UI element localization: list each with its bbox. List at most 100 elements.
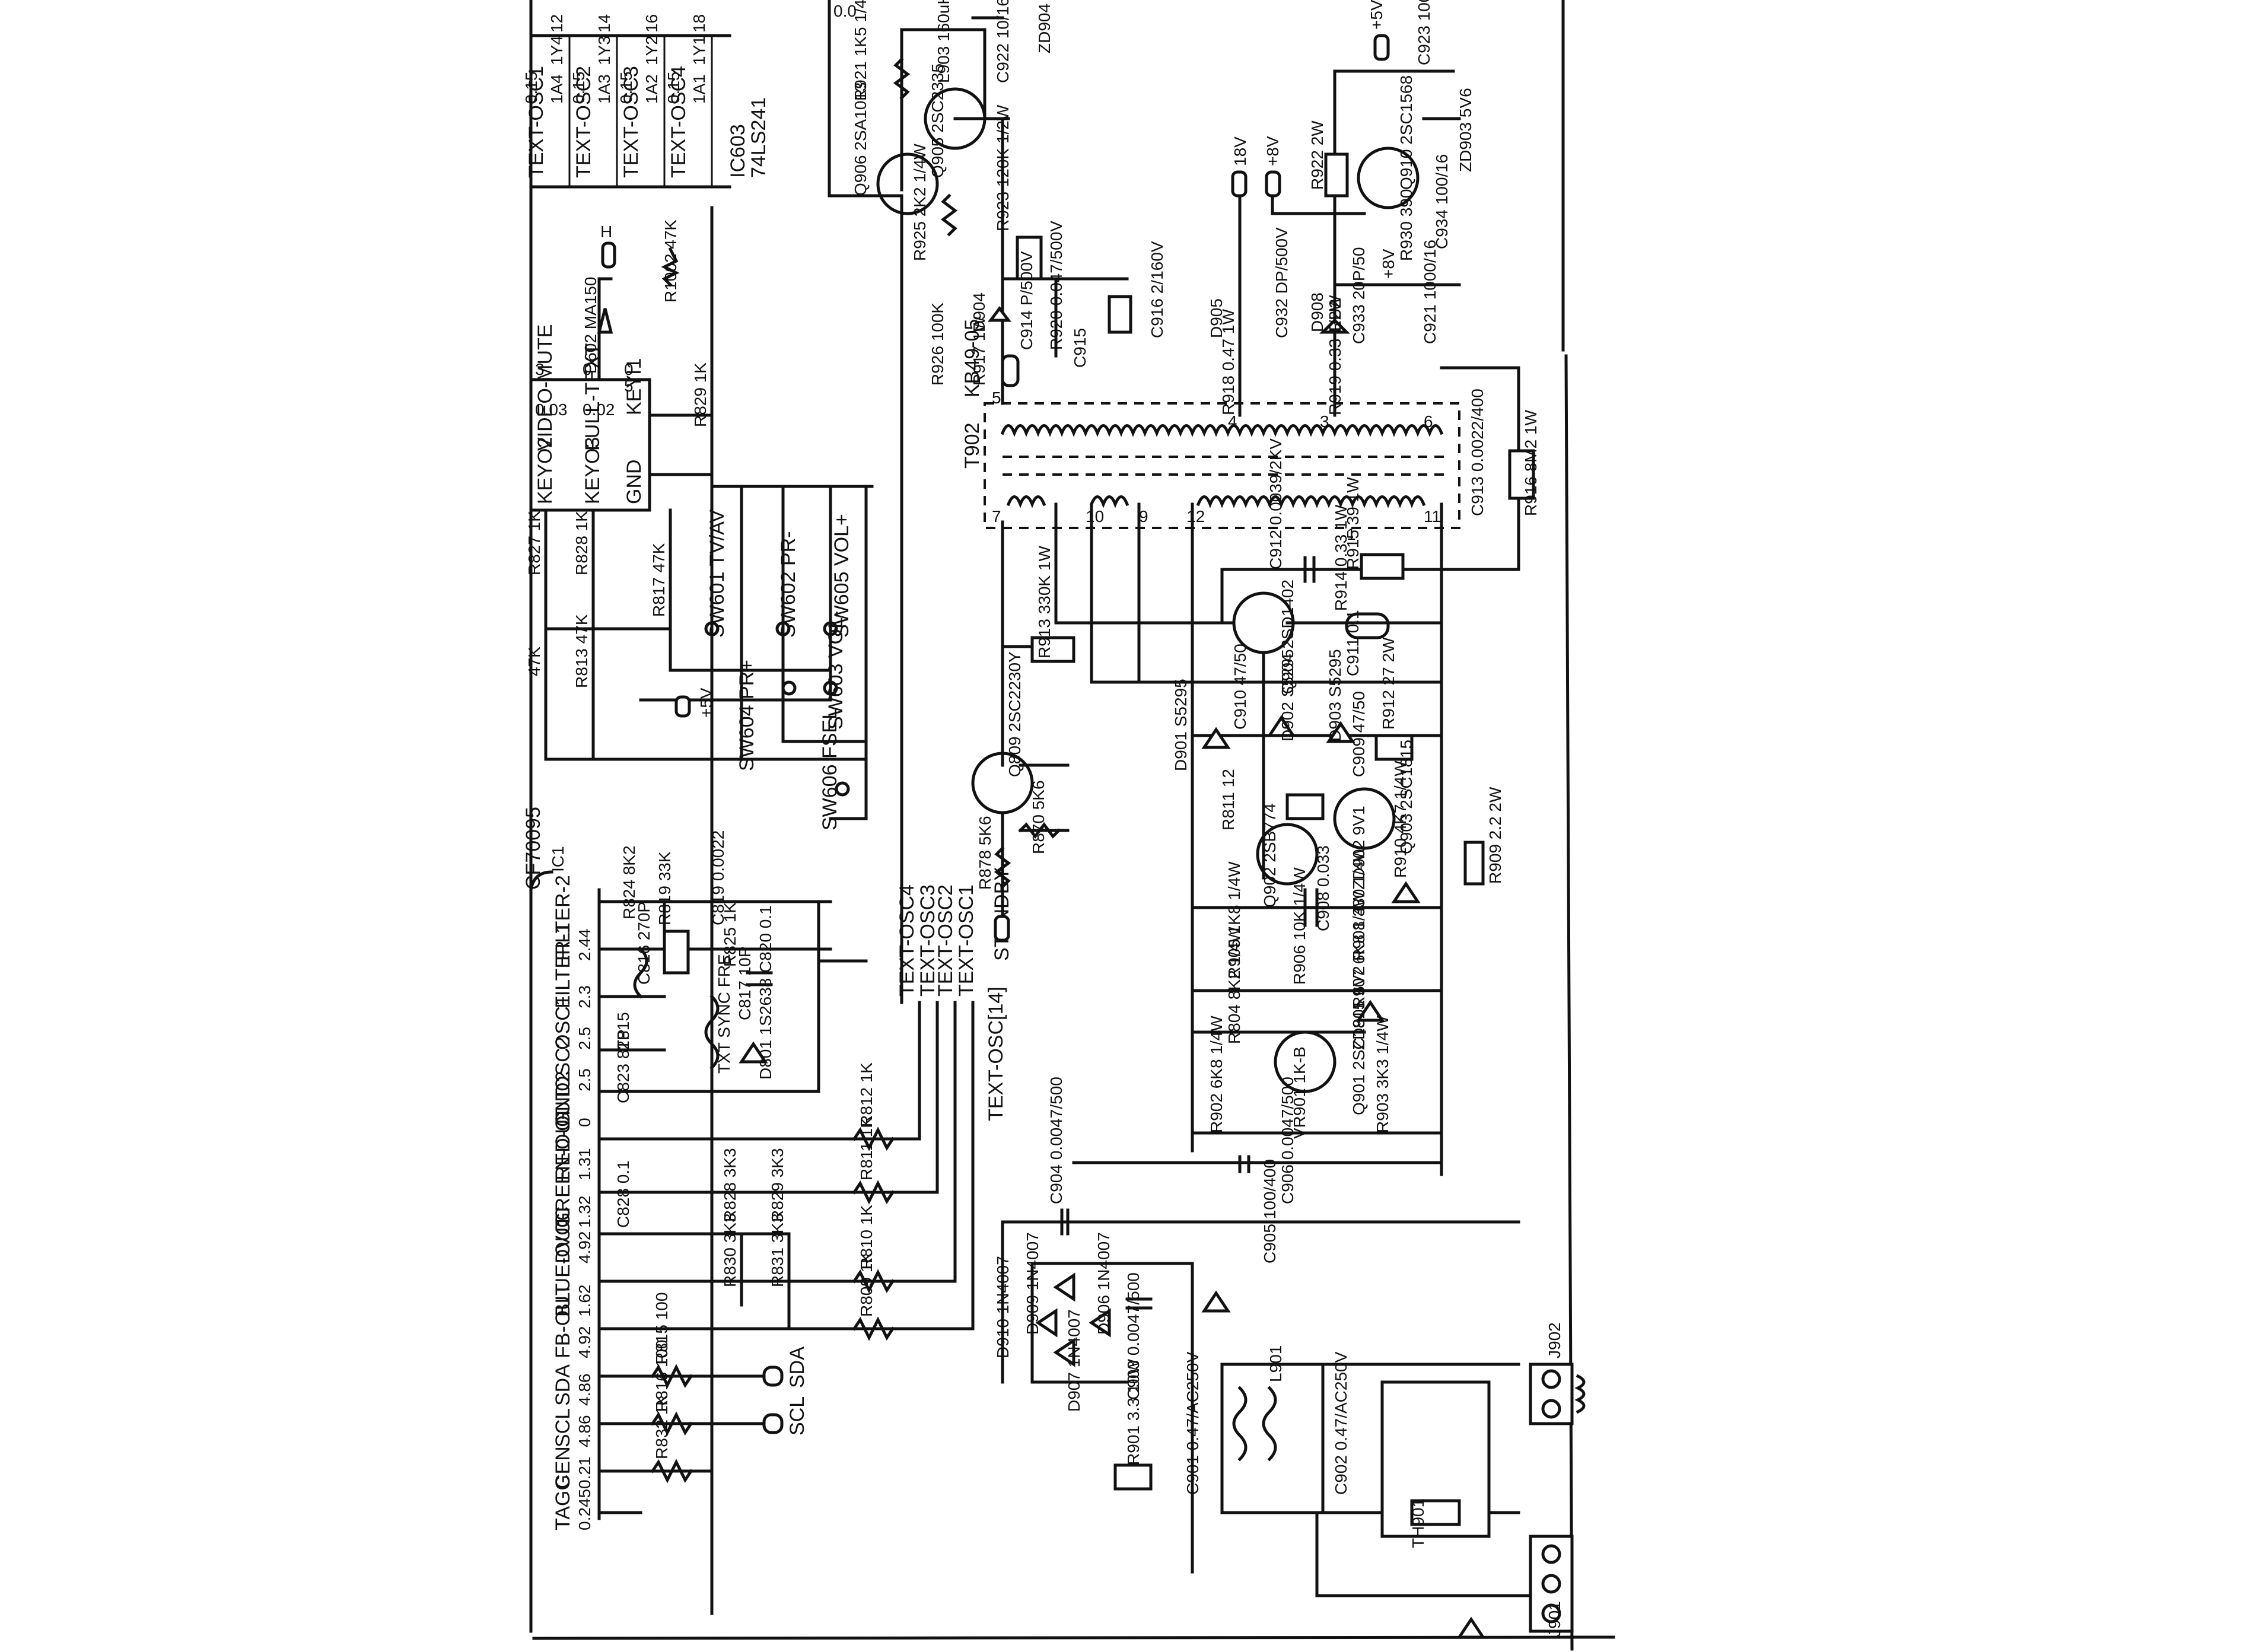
t902-part: KB49-05 <box>961 319 984 397</box>
reg-4: L903 160uH <box>934 0 953 83</box>
sw-comp-17: R908 330 1/4W <box>1350 845 1368 961</box>
t902-pin-6: 10 <box>1086 507 1104 526</box>
sw-comp-9: C909 47/50 <box>1350 691 1368 777</box>
ic603-part: 74LS241 <box>747 97 770 178</box>
osc-8: R819 33K <box>655 851 674 925</box>
mains-10: C901 0.47/AC250V <box>1183 1351 1202 1495</box>
sheet-border <box>529 0 1615 1651</box>
sec-2: +8V <box>1264 136 1282 166</box>
reg-10: R917 1W <box>970 316 988 386</box>
ic603-pin-in-2: 1A3 <box>595 74 613 104</box>
bus-3: TEXT-OSC2 <box>934 884 957 997</box>
ic1-pin-6-v: 1.31 <box>575 1148 594 1181</box>
mains-1: C904 0.0047/500 <box>1047 1077 1065 1204</box>
sec-14: R919 0.33 1/2W <box>1326 295 1344 415</box>
reg-12: C914 P/500V <box>1017 251 1036 350</box>
rgb-r-6: R829 3K3 <box>768 1148 787 1222</box>
bus-2: TEXT-OSC3 <box>917 884 939 997</box>
rgb-r-5: R828 3K3 <box>721 1148 739 1222</box>
sw-label-3: SW605 VOL+ <box>830 514 853 638</box>
sec-11: C933 20P/50 <box>1350 247 1368 344</box>
rgb-r-3: R810 1K <box>857 1205 876 1269</box>
switching-block: Q904 2SD1402 R913 330K 1W C911 0.1 C910 … <box>1001 546 1504 1153</box>
sec-18: +8V <box>1379 249 1398 279</box>
osc-7: R824 8K2 <box>620 845 638 919</box>
ic1-pin-4-v: 2.5 <box>575 1068 594 1091</box>
reg-3: R921 1K5 1/4W <box>851 0 870 101</box>
mains-14: J902 <box>1545 1322 1564 1358</box>
sec-4: C923 1000/16 <box>1415 0 1433 65</box>
ic1-pin-6: RED-OUT <box>552 1088 574 1180</box>
mains-7: D907 1N4007 <box>1065 1309 1083 1412</box>
ic603-pin-num-1: 12 <box>548 14 566 33</box>
rgb-r-2: R811 1K <box>857 1117 876 1180</box>
mains-3: C905 100/400 <box>1261 1159 1279 1263</box>
sw-comp-7: D901 S5295 <box>1172 679 1190 771</box>
snub-2: R916 8M2 1W <box>1522 409 1540 516</box>
ic1-pin-5-v: 0 <box>575 1118 594 1127</box>
stby-3: R878 5K6 <box>976 816 994 890</box>
reg-5: C922 10/160 <box>994 0 1012 83</box>
sw-label-5: SW604 PR+ <box>736 660 758 771</box>
left-comp-10: H <box>600 222 612 241</box>
sec-16: D905 <box>1207 298 1226 338</box>
osc-2: TXT SYNC FRE. <box>715 949 733 1074</box>
left-comp-1: D602 MA150 <box>581 277 600 374</box>
sec-3: +5V <box>1367 0 1386 30</box>
sw-comp-11: R811 12 <box>1219 769 1237 830</box>
osc-11: C820 0.1 <box>756 905 775 973</box>
ic1-pin-labels: FILTER-2 2.44 FILTER-1 2.3 OSC1 2.5 OSC2… <box>552 875 594 1530</box>
snub-3: C912 0.0039/2KV <box>1266 438 1285 569</box>
ic1-pin-8: DVCC <box>552 1207 574 1263</box>
ic603-volt-4: 0.15 <box>664 72 683 104</box>
sw-comp-16: C908 0.033 <box>1314 845 1332 931</box>
stby-1: Q809 2SC2230Y <box>1005 651 1024 777</box>
ic603-net-4: TEXT-OSC4 <box>667 66 690 178</box>
reg-8: R923 120K 1/2W <box>994 104 1012 231</box>
t902-pin-4: 6 <box>1424 412 1433 431</box>
ic1-pin-14: TAGG <box>552 1475 574 1530</box>
sec-10: C921 1000/16 <box>1421 240 1439 344</box>
ic603-volt-1: 0.15 <box>522 72 540 104</box>
ic603-pin-in-1: 1A4 <box>548 74 566 104</box>
ic603-net-3: TEXT-OSC3 <box>620 66 642 178</box>
ic603-volt-3: 0.15 <box>617 72 635 104</box>
sec-17: C932 DP/500V <box>1272 227 1291 338</box>
stby-2: R870 5K6 <box>1029 780 1048 854</box>
rgb-r-11: R832 1K <box>653 1395 671 1459</box>
sec-15: R918 0.47 1W <box>1219 308 1237 415</box>
ic1-pin-5: GND2 <box>552 1071 574 1127</box>
transformer-t902: T902 KB49-05 5 4 3 6 7 10 9 12 11 1 <box>961 319 1535 1176</box>
ic603-pin-in-4: 1A1 <box>690 74 708 104</box>
ic1-top-volt-2: 0 <box>583 360 592 378</box>
ic1-pin-8-v: 4.92 <box>575 1231 594 1264</box>
ic1-pin-4: OSC2 <box>552 1036 574 1091</box>
left-comp-2: R1002 47K <box>661 219 680 303</box>
rgb-r-7: R830 3K3 <box>721 1213 739 1287</box>
ic1-pin-7: GREEN-OUT <box>552 1107 574 1228</box>
sw-label-1: SW601 TV/AV <box>706 510 728 638</box>
secondary-rails: 18V +8V +5V C923 1000/16 Q910 2SC1568 R9… <box>1207 0 1475 417</box>
mains-4: D910 1N4007 <box>994 1256 1012 1358</box>
regulator-section: Q905 2SC2335 Q906 2SA1013 R921 1K5 1/4W … <box>851 0 1166 405</box>
ic603-pin-out-3: 1Y2 <box>642 36 661 65</box>
ic603-pin-num-2: 14 <box>595 14 613 33</box>
ic1-pin-9: BLUE-OUT <box>552 1215 574 1317</box>
sw-comp-23: Q901 2SC1815 <box>1350 1001 1368 1115</box>
reg-14: C915 <box>1071 328 1089 368</box>
ic1-pin-2-v: 2.3 <box>575 985 594 1008</box>
ic1-pin-1: FILTER-2 <box>552 875 574 961</box>
rgb-r-4: R809 1K <box>857 1252 876 1317</box>
sec-7: ZD903 5V6 <box>1456 88 1475 172</box>
ic1-top-pin-1: KEYO2 <box>534 437 556 504</box>
osc-1: T815 <box>614 1012 632 1050</box>
mains-13: TH901 <box>1409 1498 1427 1548</box>
osc-3: C816 270P <box>635 902 653 985</box>
rgb-output-resistors: R812 1K R811 1K R810 1K R809 1K R828 3K3… <box>650 1001 975 1484</box>
ic1-top-volt-4: 0.03 <box>535 400 568 419</box>
mains-9: R901 3.3 10W <box>1124 1358 1143 1465</box>
ic1-top-volt-1: 3 <box>535 360 545 378</box>
ic1-pin-9-v: 1.62 <box>575 1285 594 1317</box>
t902-pin-8: 12 <box>1186 507 1205 526</box>
